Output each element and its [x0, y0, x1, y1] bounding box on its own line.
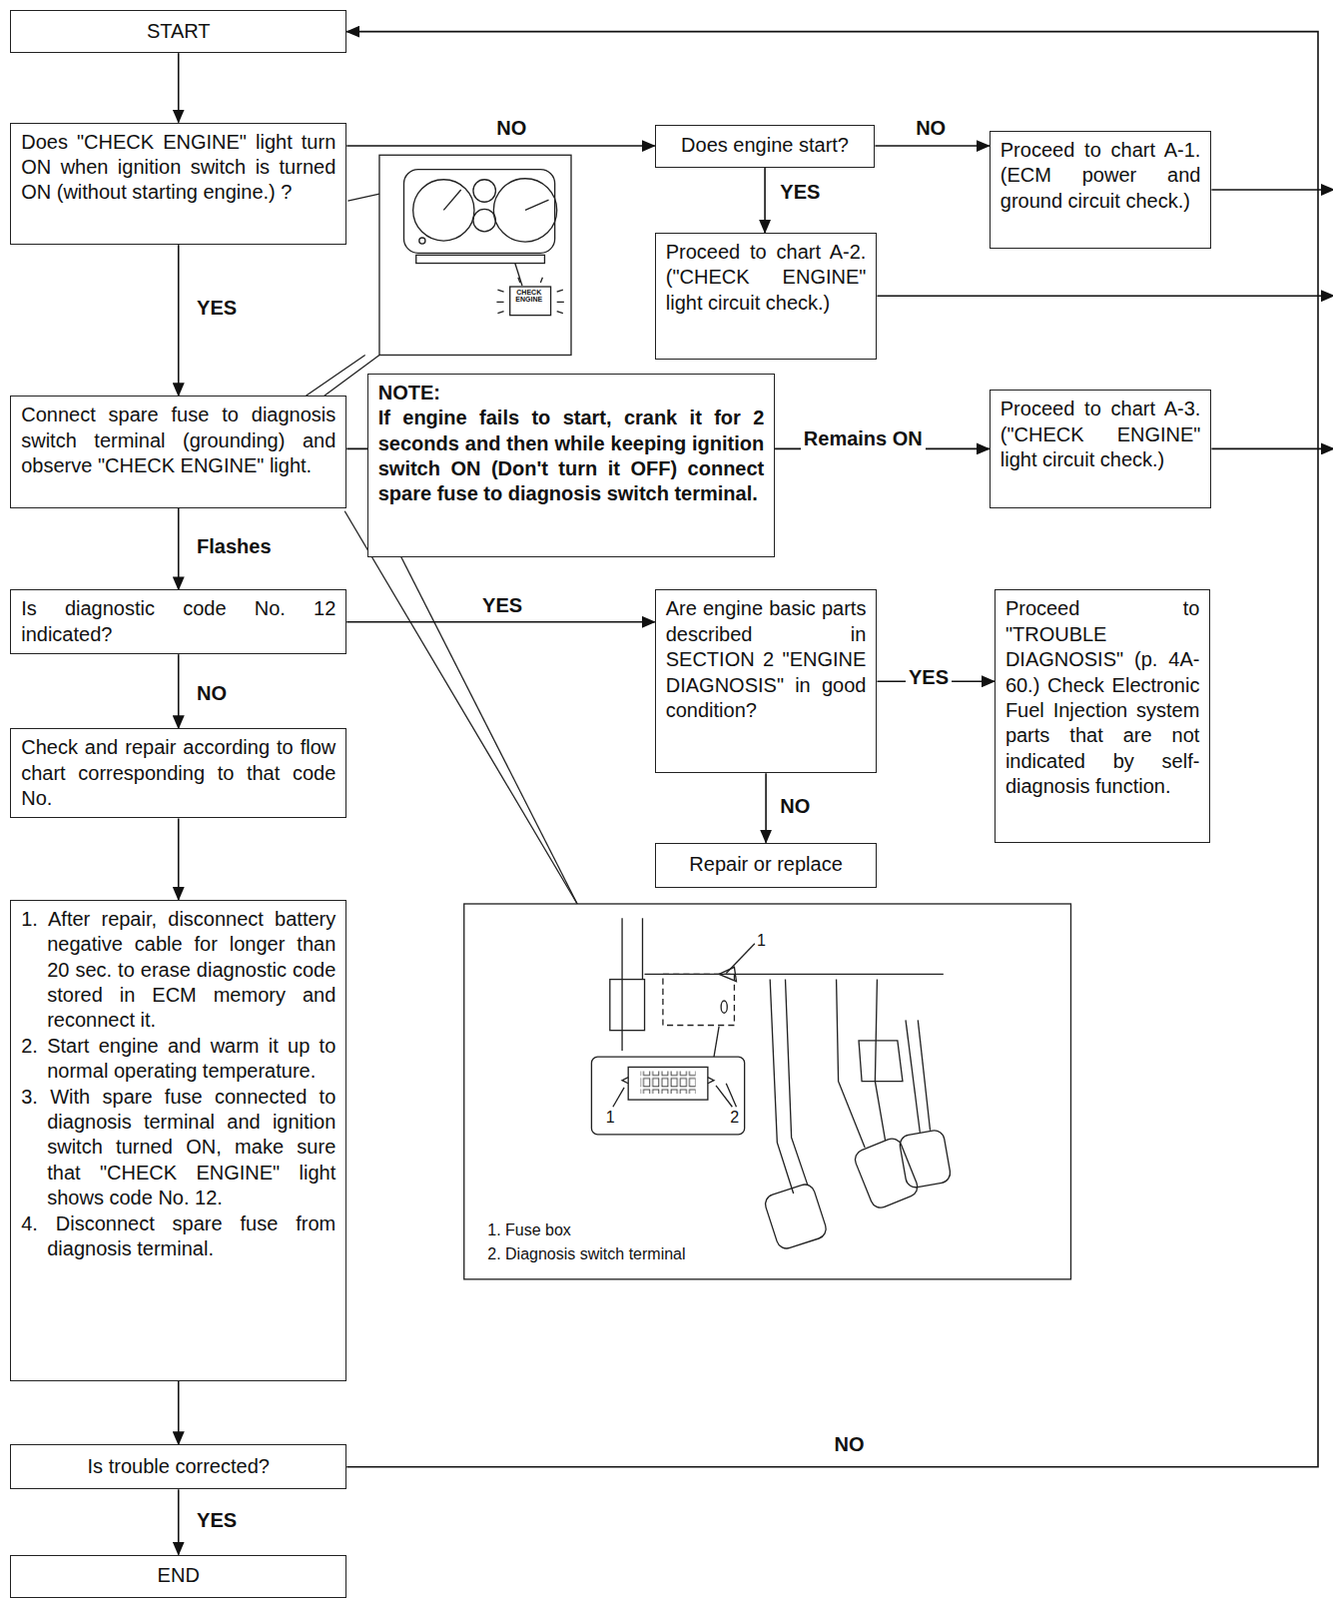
flow-arrow [177, 508, 180, 591]
node-text: Is trouble corrected? [20, 1453, 336, 1479]
continuation-arrow [1211, 188, 1333, 191]
node-text: 1. After repair, disconnect battery nega… [20, 906, 336, 1034]
note-box: NOTE:If engine fails to start, crank it … [367, 373, 776, 558]
node-text: If engine fails to start, crank it for 2… [378, 405, 765, 508]
callout-number: 1 [606, 1107, 616, 1127]
flow-arrow [346, 144, 655, 147]
edge-label: NO [830, 1431, 867, 1456]
node-text: Proceed to "TROUBLE DIAGNOSIS" (p. 4A-60… [1005, 596, 1201, 799]
part-name: 1. Fuse box [487, 1220, 572, 1240]
flow-arrow [177, 1380, 180, 1444]
edge-label: YES [776, 179, 823, 204]
process-box: Proceed to "TROUBLE DIAGNOSIS" (p. 4A-60… [994, 589, 1212, 842]
edge-label: NO [493, 115, 530, 140]
flow-arrow [177, 654, 180, 728]
process-box: Repair or replace [655, 842, 878, 888]
edge-label: YES [193, 1507, 240, 1532]
continuation-arrow [876, 294, 1333, 297]
node-text: Check and repair according to flow chart… [20, 734, 336, 811]
node-text: END [20, 1562, 336, 1588]
node-text: Is diagnostic code No. 12 indicated? [20, 596, 336, 648]
node-text: Does engine start? [666, 132, 865, 158]
edge-label: YES [905, 665, 952, 689]
decision-box: Does engine start? [655, 124, 876, 168]
flow-arrow [764, 772, 767, 842]
edge-label: NO [912, 115, 949, 140]
flow-arrow [177, 244, 180, 396]
flow-arrow [874, 144, 989, 147]
decision-box: Is diagnostic code No. 12 indicated? [9, 589, 347, 655]
process-box: Proceed to chart A-3. ("CHECK ENGINE" li… [989, 389, 1213, 508]
node-text: Proceed to chart A-3. ("CHECK ENGINE" li… [1000, 396, 1202, 473]
terminal-box: END [9, 1554, 347, 1598]
flow-arrow [346, 621, 655, 624]
process-box: Proceed to chart A-1. (ECM power and gro… [989, 130, 1213, 249]
node-text: 3. With spare fuse connected to diagnosi… [20, 1084, 336, 1212]
edge-label: YES [193, 295, 240, 320]
node-text: Connect spare fuse to diagnosis switch t… [20, 402, 336, 479]
flow-arrow [177, 1488, 180, 1554]
callout-number: 2 [729, 1107, 739, 1127]
decision-box: Is trouble corrected? [9, 1443, 347, 1489]
flow-arrow [177, 52, 180, 122]
process-box: 1. After repair, disconnect battery nega… [9, 899, 347, 1381]
process-box: Proceed to chart A-2. ("CHECK ENGINE" li… [655, 232, 878, 360]
edge-label: Remains ON [800, 426, 926, 451]
callout-number: 1 [756, 930, 766, 950]
part-name: 2. Diagnosis switch terminal [487, 1244, 685, 1264]
node-text: 2. Start engine and warm it up to normal… [20, 1033, 336, 1085]
flow-arrow [177, 817, 180, 899]
node-text: Are engine basic parts described in SECT… [666, 596, 867, 723]
node-text: 4. Disconnect spare fuse from diagnosis … [20, 1211, 336, 1263]
decision-box: Does "CHECK ENGINE" light turn ON when i… [9, 122, 347, 246]
decision-box: Are engine basic parts described in SECT… [655, 589, 878, 773]
node-text: Does "CHECK ENGINE" light turn ON when i… [20, 129, 336, 206]
terminal-box: START [9, 9, 347, 53]
node-text: Proceed to chart A-2. ("CHECK ENGINE" li… [666, 239, 867, 316]
edge-label: NO [776, 793, 813, 818]
fuse-box-picture [464, 903, 1072, 1280]
instrument-cluster-picture [379, 154, 572, 355]
process-box: Check and repair according to flow chart… [9, 727, 347, 818]
node-text: Repair or replace [666, 851, 867, 877]
edge-label: Flashes [193, 534, 274, 559]
flow-arrow [346, 31, 1319, 1467]
node-text: START [20, 18, 336, 44]
lamp-text: CHECK ENGINE [512, 288, 547, 304]
edge-label: NO [193, 680, 230, 705]
node-text: NOTE: [378, 380, 765, 406]
continuation-arrow [1211, 448, 1333, 451]
node-text: Proceed to chart A-1. (ECM power and gro… [1000, 137, 1202, 214]
process-box: Connect spare fuse to diagnosis switch t… [9, 395, 347, 508]
edge-label: YES [479, 593, 526, 618]
flow-arrow [763, 167, 766, 233]
